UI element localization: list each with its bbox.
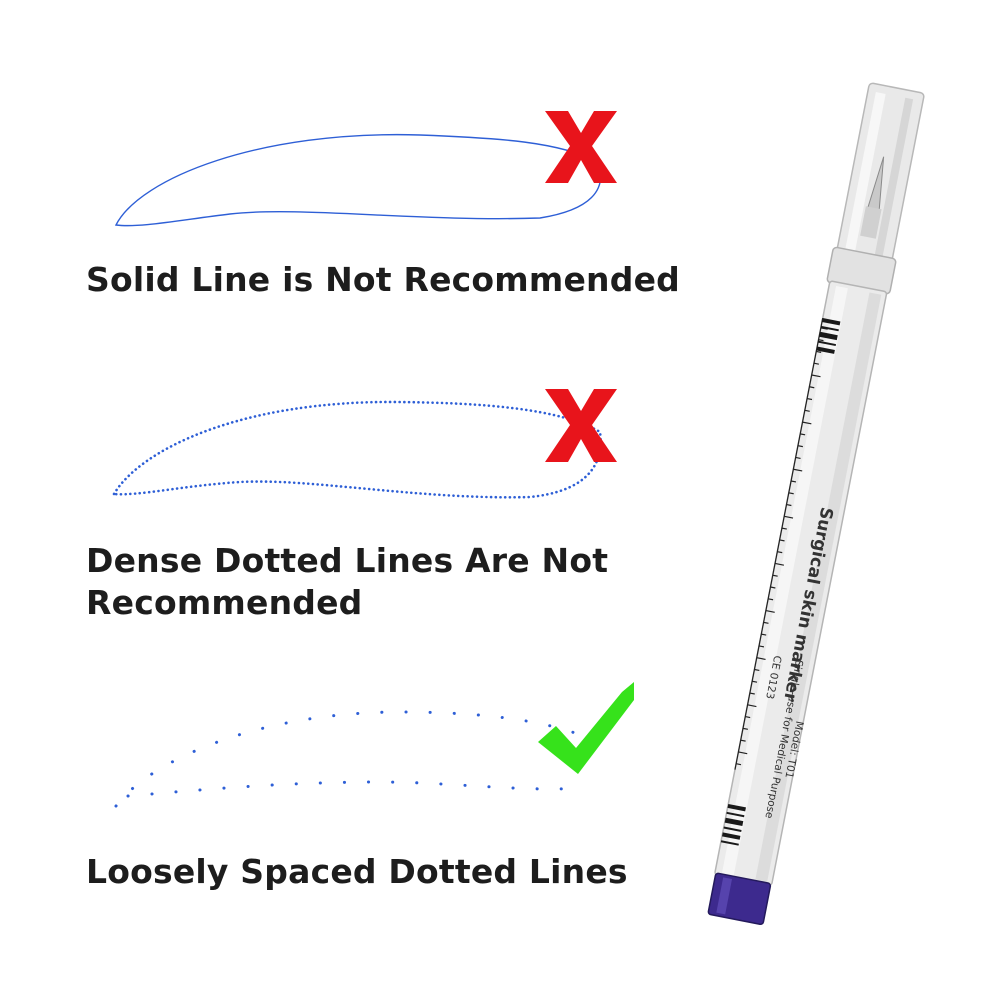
- pen-ruler-scale: [734, 317, 828, 770]
- green-check-icon: [538, 682, 634, 774]
- solid-line-eyebrow: [114, 133, 602, 227]
- caption-solid-line: Solid Line is Not Recommended: [86, 260, 680, 299]
- surgical-marker-pen: Surgical skin marker Single-use for Medi…: [707, 82, 925, 926]
- red-cross-icon: [545, 111, 617, 183]
- loose-dotted-eyebrow-lower: [126, 780, 584, 798]
- pen-barcode-bottom: [720, 803, 746, 846]
- caption-dense-dotted: Dense Dotted Lines Are Not Recommended: [86, 541, 609, 622]
- dense-dotted-eyebrow: [111, 400, 602, 499]
- pen-barcode-top: [816, 318, 841, 354]
- caption-loose-dotted: Loosely Spaced Dotted Lines: [86, 852, 628, 891]
- loose-dotted-eyebrow-upper: [114, 710, 606, 808]
- red-cross-icon: [545, 389, 617, 462]
